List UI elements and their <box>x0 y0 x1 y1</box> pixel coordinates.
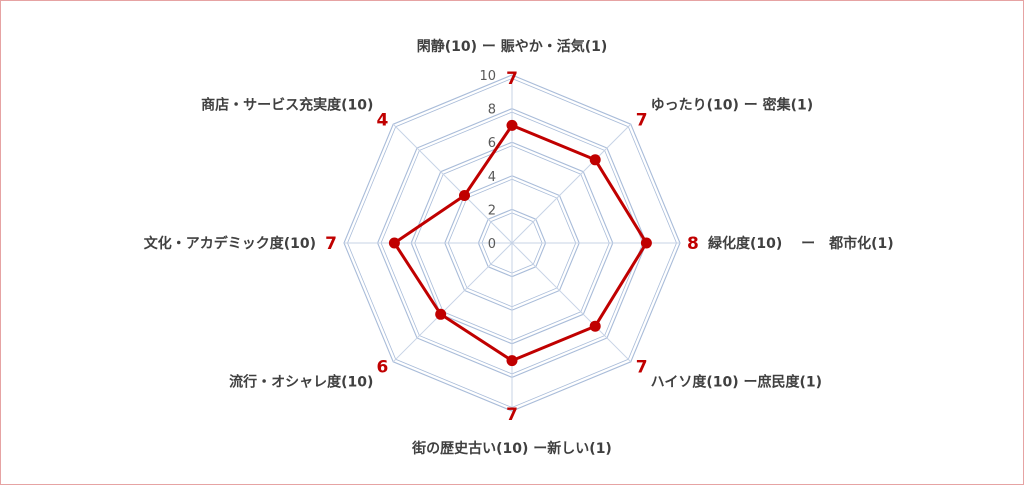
tick-label: 8 <box>488 103 496 118</box>
category-label: 緑化度(10) ー 都市化(1) <box>708 235 894 252</box>
tick-layer: 0 2 4 6 8 10 <box>479 69 496 252</box>
data-point <box>459 190 470 201</box>
category-label: ゆったり(10) ー 密集(1) <box>651 96 814 113</box>
data-point <box>506 355 518 367</box>
data-label: 7 <box>325 234 337 254</box>
axis-layer <box>344 75 680 411</box>
category-label: 商店・サービス充実度(10) <box>201 96 373 113</box>
tick-label: 2 <box>488 203 496 218</box>
data-point <box>506 119 518 131</box>
tick-label: 10 <box>479 69 496 84</box>
axis-spoke <box>392 123 513 244</box>
tick-label: 4 <box>488 170 496 185</box>
data-label: 6 <box>376 358 388 378</box>
tick-label: 6 <box>488 136 496 151</box>
data-label: 7 <box>506 69 518 89</box>
category-label: 閑静(10) ー 賑やか・活気(1) <box>417 38 608 55</box>
data-point <box>640 237 652 249</box>
data-label: 7 <box>506 405 518 425</box>
data-label: 7 <box>636 110 648 130</box>
data-point <box>388 237 400 249</box>
data-label: 7 <box>636 358 648 378</box>
data-point <box>589 320 601 332</box>
axis-spoke <box>511 242 632 363</box>
data-label: 4 <box>376 110 388 130</box>
category-label: 流行・オシャレ度(10) <box>229 374 373 391</box>
tick-label: 0 <box>488 237 496 252</box>
category-label: 街の歴史古い(10) ー新しい(1) <box>411 440 612 457</box>
series-layer <box>388 119 652 367</box>
data-point <box>589 154 601 166</box>
category-label: ハイソ度(10) ー庶民度(1) <box>651 374 822 391</box>
data-label: 8 <box>687 234 699 254</box>
data-point <box>435 308 447 320</box>
axis-spoke <box>511 123 632 244</box>
axis-spoke <box>392 242 513 363</box>
category-label: 文化・アカデミック度(10) <box>144 235 316 252</box>
